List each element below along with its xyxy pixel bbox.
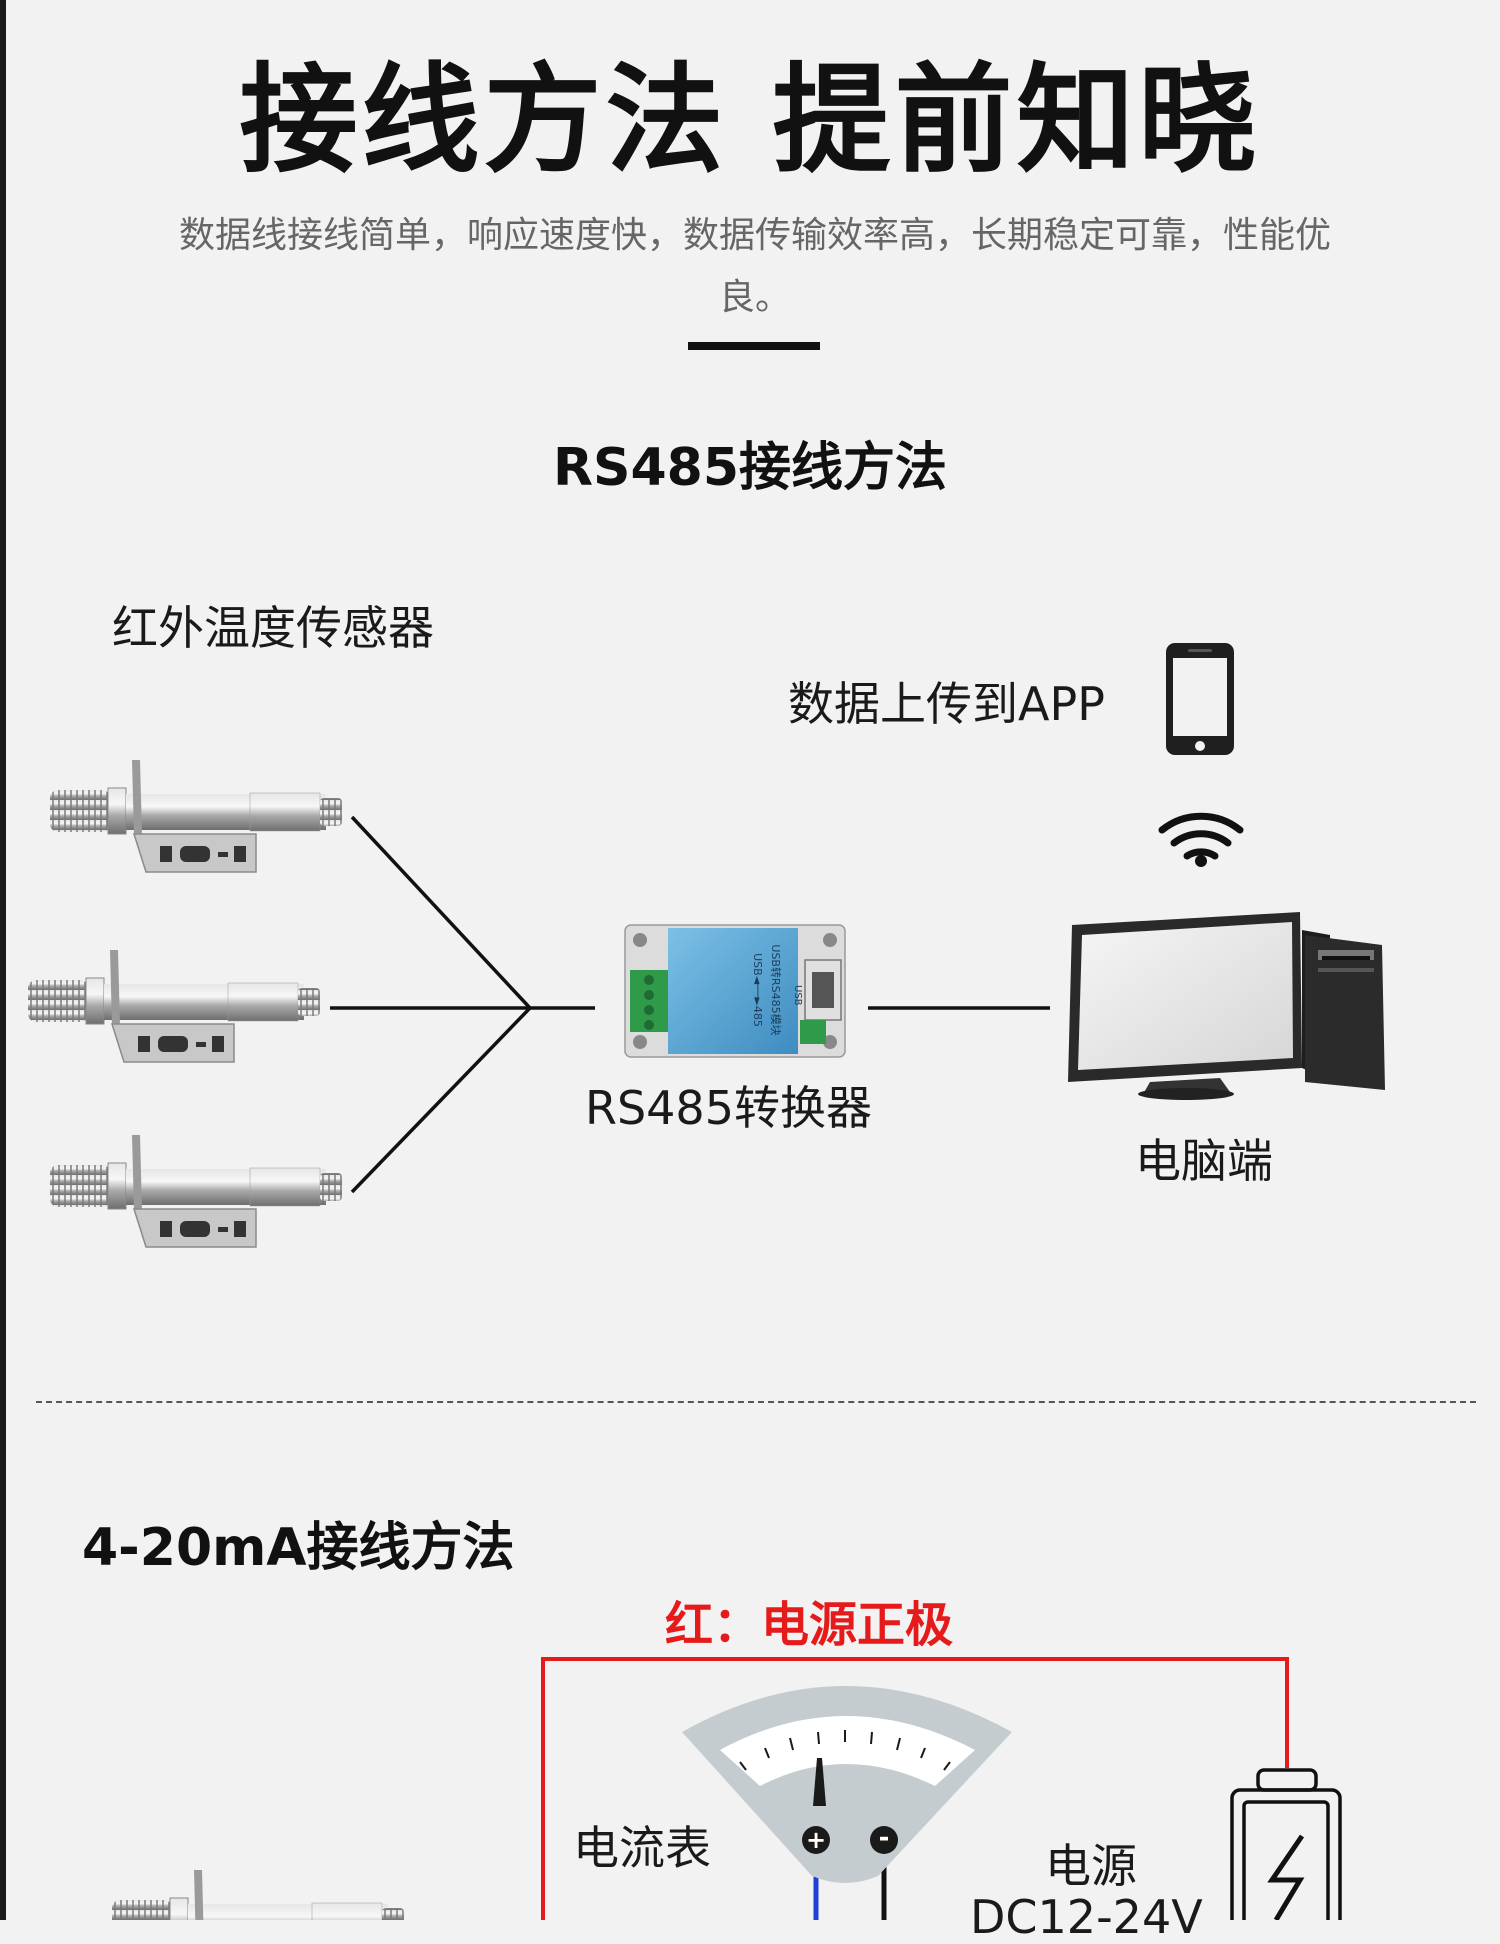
page-title: 接线方法 提前知晓	[239, 51, 1261, 189]
smartphone-icon	[1166, 643, 1234, 755]
rs485-converter: USB转RS485模块 USB◄──►485 USB	[624, 924, 846, 1058]
ammeter: + -	[682, 1686, 1012, 1883]
rs485-heading: RS485接线方法	[552, 438, 948, 498]
computer-label: 电脑端	[1135, 1134, 1273, 1188]
app-upload-label: 数据上传到APP	[788, 677, 1105, 731]
ammeter-label: 电流表	[573, 1821, 711, 1875]
red-wire-label: 红：电源正极	[665, 1597, 954, 1653]
converter-text: USB转RS485模块	[769, 944, 783, 1035]
converter-port-text: USB	[792, 985, 803, 1006]
title-underline	[688, 342, 820, 350]
converter-label: RS485转换器	[585, 1081, 872, 1135]
power-label: 电源	[1045, 1839, 1137, 1893]
battery-icon	[1230, 1768, 1342, 1920]
wifi-icon	[1158, 812, 1244, 867]
rs485-wires	[330, 815, 1050, 1194]
temperature-sensor-3	[49, 1134, 343, 1248]
left-border	[0, 0, 6, 1920]
temperature-sensor-2	[27, 949, 321, 1063]
temperature-sensor-1	[49, 759, 343, 873]
minus-terminal: -	[879, 1823, 890, 1853]
computer-icon	[1068, 912, 1385, 1100]
sensor-label: 红外温度传感器	[112, 601, 434, 655]
temperature-sensor-ma	[111, 1869, 405, 1920]
ma-heading: 4-20mA接线方法	[82, 1518, 515, 1578]
section-divider	[36, 1401, 1476, 1403]
lightning-icon	[1267, 1834, 1305, 1920]
converter-sub-text: USB◄──►485	[751, 953, 764, 1027]
plus-terminal: +	[806, 1826, 826, 1854]
page-subtitle: 数据线接线简单，响应速度快，数据传输效率高，长期稳定可靠，性能优良。	[178, 215, 1331, 318]
